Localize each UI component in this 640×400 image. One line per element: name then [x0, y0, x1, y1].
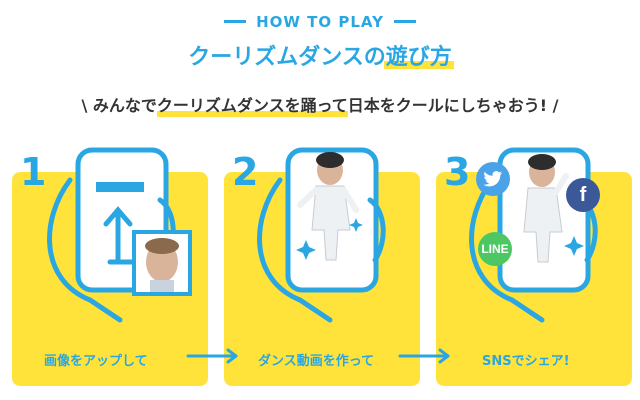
twitter-icon	[476, 162, 510, 196]
title-main: クーリズムダンスの	[188, 44, 386, 70]
title-accent: 遊び方	[385, 44, 452, 70]
eyebrow-dash-left	[224, 20, 247, 23]
dancer-icon	[297, 152, 359, 261]
eyebrow-text: HOW TO PLAY	[256, 12, 384, 31]
tagline-highlight: クーリズムダンスを踊って	[156, 96, 348, 115]
step-2-caption: ダンス動画を作って	[258, 354, 375, 369]
step-1-caption: 画像をアップして	[44, 354, 148, 369]
arrow-right-icon	[398, 348, 450, 364]
sparkle-icon	[296, 218, 363, 260]
step-3-caption: SNSでシェア!	[482, 354, 570, 369]
step-1-number: 1	[20, 150, 47, 194]
tagline-tail: 日本をクールにしちゃおう! /	[347, 96, 559, 115]
phone-1-bar	[96, 182, 144, 192]
line-icon: LINE	[478, 232, 512, 266]
eyebrow: HOW TO PLAY	[224, 13, 416, 31]
page-title: クーリズムダンスの遊び方	[0, 39, 640, 71]
dancer-icon	[523, 154, 569, 263]
face-photo-icon	[132, 230, 192, 296]
header: HOW TO PLAY クーリズムダンスの遊び方	[0, 8, 640, 71]
facebook-icon: f	[566, 178, 600, 212]
tagline: \ みんなでクーリズムダンスを踊って日本をクールにしちゃおう! /	[0, 92, 640, 116]
step-3-number: 3	[444, 150, 471, 194]
arrow-right-icon	[186, 348, 238, 364]
eyebrow-dash-right	[393, 20, 416, 23]
sparkle-icon	[564, 236, 584, 256]
tagline-lead: \ みんなで	[81, 96, 157, 115]
step-2-number: 2	[232, 150, 259, 194]
